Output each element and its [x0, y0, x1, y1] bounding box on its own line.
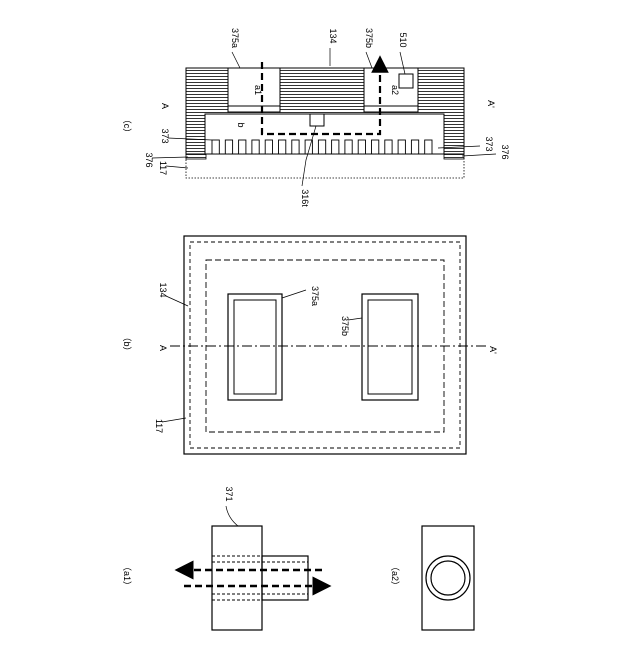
fin [292, 140, 299, 154]
panel-a1-label: （a1） [122, 562, 132, 590]
fin [239, 140, 246, 154]
fin [265, 140, 272, 154]
label-371: 371 [224, 486, 234, 501]
fin [385, 140, 392, 154]
panel-b: （b） A A' 134 117 375a 375b [122, 236, 498, 454]
label-375b-b: 375b [340, 316, 350, 336]
fin [425, 140, 432, 154]
label-A-b: A [158, 345, 168, 351]
fin [318, 140, 325, 154]
fin [411, 140, 418, 154]
fin [279, 140, 286, 154]
nozzle-end-view [422, 526, 474, 630]
label-134-b: 134 [158, 282, 168, 297]
nozzle-bore-inner [431, 561, 465, 595]
fin [212, 140, 219, 154]
seal-376-left [186, 154, 206, 159]
nozzle-371-outer [212, 526, 262, 630]
fin [345, 140, 352, 154]
fin [225, 140, 232, 154]
nozzle-bore-outer [426, 556, 470, 600]
panel-b-label: （b） [122, 332, 132, 355]
label-Aprime-b: A' [488, 346, 498, 354]
panel-a1: （a1） 371 [122, 486, 322, 630]
panel-c: （c） a1 a2 b A A' [122, 28, 510, 207]
label-376-right: 376 [500, 144, 510, 159]
label-A-c: A [160, 103, 170, 109]
part-316t [310, 114, 324, 126]
board-117 [186, 154, 464, 178]
fin [332, 140, 339, 154]
block-375b-top-inner [368, 300, 412, 394]
fin [372, 140, 379, 154]
block-375a-top-inner [234, 300, 276, 394]
block-375b-top [362, 294, 418, 400]
nozzle-371-stem [262, 556, 308, 600]
label-a2-c: a2 [390, 85, 400, 95]
panel-a2-label: （a2） [390, 562, 400, 590]
label-Aprime-c: A' [486, 100, 496, 108]
board-117-outline [184, 236, 466, 454]
label-a1-c: a1 [253, 85, 263, 95]
label-373-right: 373 [484, 136, 494, 151]
block-375a-top [228, 294, 282, 400]
fin [398, 140, 405, 154]
seal-376-right [444, 154, 464, 159]
panel-a2: （a2） [390, 526, 474, 630]
label-376-left: 376 [144, 152, 154, 167]
body-134-outline [190, 242, 460, 448]
fins-373 [212, 140, 432, 154]
label-316t: 316t [300, 189, 310, 207]
panel-c-label: （c） [122, 115, 132, 138]
label-375a-c: 375a [230, 28, 240, 48]
label-373-left: 373 [160, 128, 170, 143]
fin [358, 140, 365, 154]
label-117-b: 117 [154, 419, 164, 433]
label-510-c: 510 [398, 32, 408, 47]
label-b-c: b [236, 122, 246, 127]
fin [252, 140, 259, 154]
label-117-c: 117 [158, 161, 168, 175]
label-375b-c: 375b [364, 28, 374, 48]
label-134-c: 134 [328, 28, 338, 43]
label-375a-b: 375a [310, 286, 320, 306]
sensor-510 [399, 74, 413, 88]
